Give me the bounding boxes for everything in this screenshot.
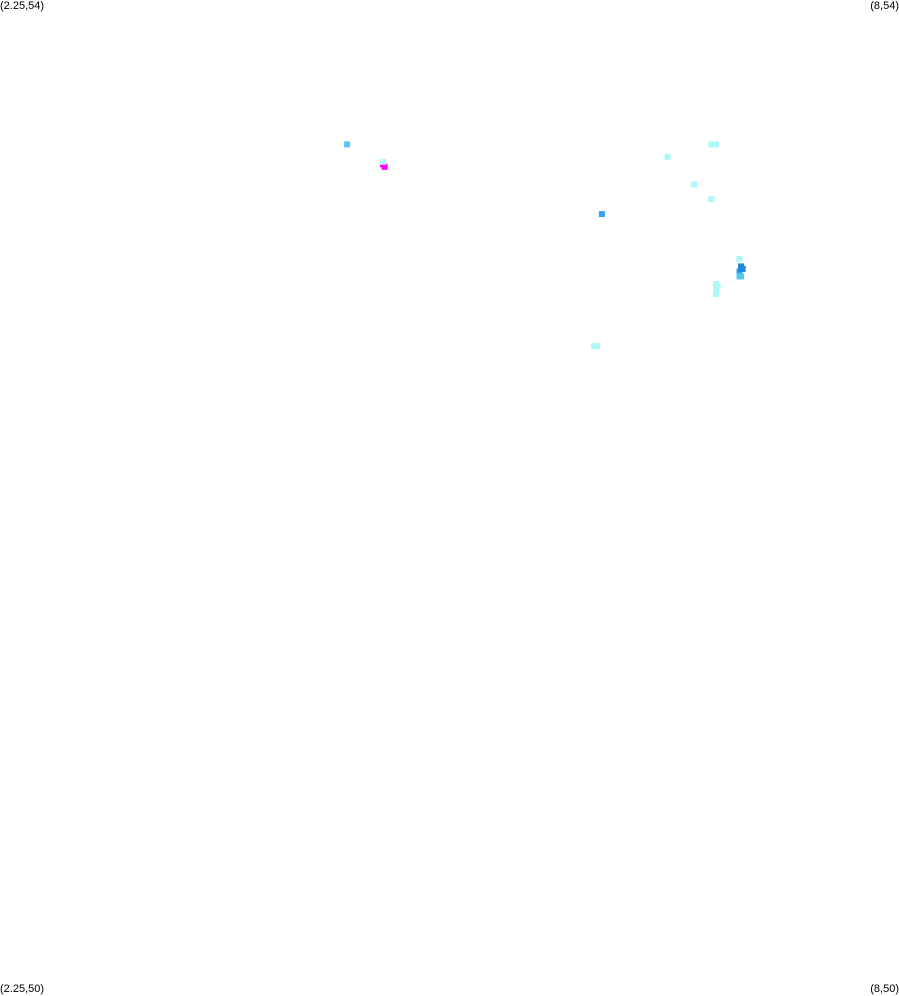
corner-coordinate-bottom-left: (2.25,50) [0, 983, 45, 995]
map-point [738, 273, 745, 280]
map-point [381, 163, 388, 170]
corner-coordinate-top-left: (2.25,54) [0, 0, 45, 12]
map-point [344, 141, 351, 148]
map-point [598, 211, 605, 218]
corner-coordinate-bottom-right: (8,50) [870, 983, 899, 995]
map-point [664, 153, 671, 160]
map-point [594, 343, 601, 350]
map-point [713, 141, 720, 148]
map-point [708, 196, 715, 203]
map-point [708, 141, 715, 148]
map-point [736, 256, 743, 262]
map-point [739, 265, 746, 272]
corner-coordinate-top-right: (8,54) [870, 0, 899, 12]
map-point [713, 290, 720, 297]
map-point [591, 343, 598, 350]
map-point [714, 283, 721, 290]
map-point [691, 181, 698, 188]
map-point [380, 158, 387, 165]
